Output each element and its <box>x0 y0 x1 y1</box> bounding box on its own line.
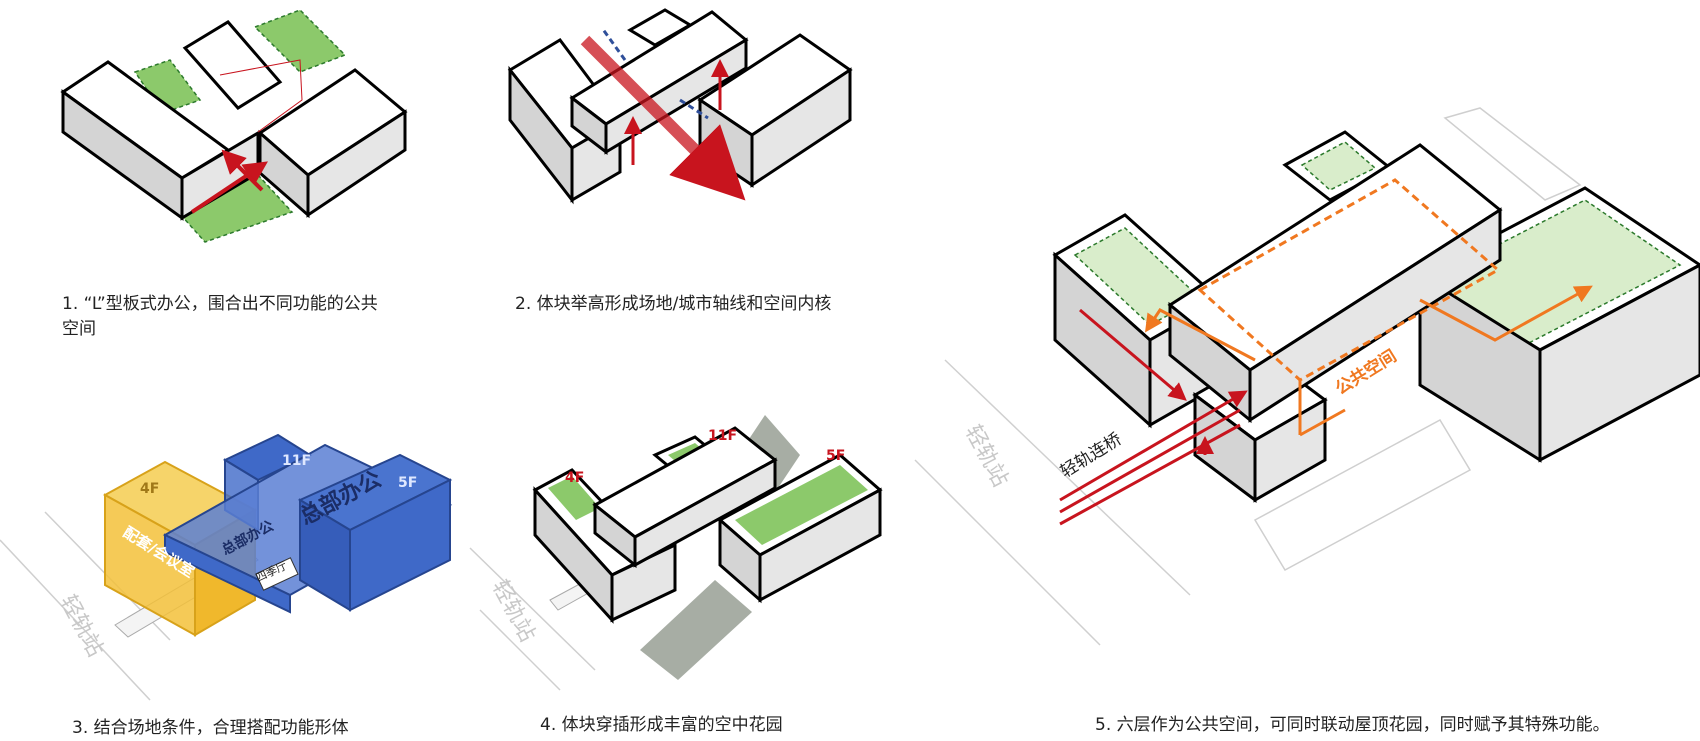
floor-label-mid: 11F <box>708 428 737 444</box>
caption-panel-5: 5. 六层作为公共空间，可同时联动屋顶花园，同时赋予其特殊功能。 <box>1095 715 1610 735</box>
public-route-arrow <box>1145 308 1256 362</box>
garden-pad <box>253 9 347 73</box>
panel-2-diagram <box>507 8 853 205</box>
floor-label-right: 5F <box>398 475 417 491</box>
block-front <box>1538 263 1700 463</box>
block-front <box>633 457 777 568</box>
down-arrow <box>1079 308 1187 401</box>
office-block <box>299 498 351 612</box>
garden-roof <box>1073 227 1202 326</box>
bridge-line <box>1059 423 1241 526</box>
axis-arrow <box>580 35 746 201</box>
block-front <box>1253 397 1327 503</box>
dashed-arrow <box>600 27 627 61</box>
bridge-line <box>1059 408 1241 514</box>
garden-roof <box>1428 199 1682 346</box>
rail-station-label: 轻轨站 <box>960 421 1013 491</box>
paving-pad <box>640 580 752 680</box>
panel-5-diagram <box>914 107 1700 646</box>
floor-label-mid: 11F <box>282 453 311 469</box>
floor-label-right: 5F <box>826 448 845 464</box>
garden-pad <box>170 174 294 243</box>
public-space-outline <box>1197 178 1501 382</box>
bridge-line <box>1059 390 1248 502</box>
garden-roof <box>548 476 600 520</box>
panel-3-diagram <box>0 433 453 701</box>
garden-roof <box>735 465 868 545</box>
rail-station-label: 轻轨站 <box>55 591 108 661</box>
block-top <box>182 20 283 110</box>
caption-panel-1: 1. “L”型板式办公，围合出不同功能的公共 空间 <box>62 294 378 339</box>
panel-1-diagram <box>60 9 408 243</box>
office-block <box>164 533 291 614</box>
block-front <box>750 67 852 188</box>
block-front <box>758 487 882 603</box>
caption-panel-4: 4. 体块穿插形成丰富的空中花园 <box>540 715 783 735</box>
rail-station-label: 轻轨站 <box>487 576 540 646</box>
atrium-box <box>255 557 299 591</box>
flow-arrow <box>221 149 264 192</box>
floor-label-left: 4F <box>140 481 159 497</box>
dashed-arrow <box>679 98 709 120</box>
block-front <box>306 109 407 218</box>
floor-label-left: 4F <box>565 470 584 486</box>
caption-panel-3: 3. 结合场地条件，合理搭配功能形体 <box>72 718 349 738</box>
garden-roof <box>1300 141 1377 191</box>
caption-panel-2: 2. 体块举高形成场地/城市轴线和空间内核 <box>515 294 832 314</box>
panel-4-diagram <box>469 415 883 691</box>
block-front <box>1248 207 1502 423</box>
bridge-label: 轻轨连桥 <box>1057 429 1125 482</box>
public-route-arrow <box>1419 285 1593 342</box>
